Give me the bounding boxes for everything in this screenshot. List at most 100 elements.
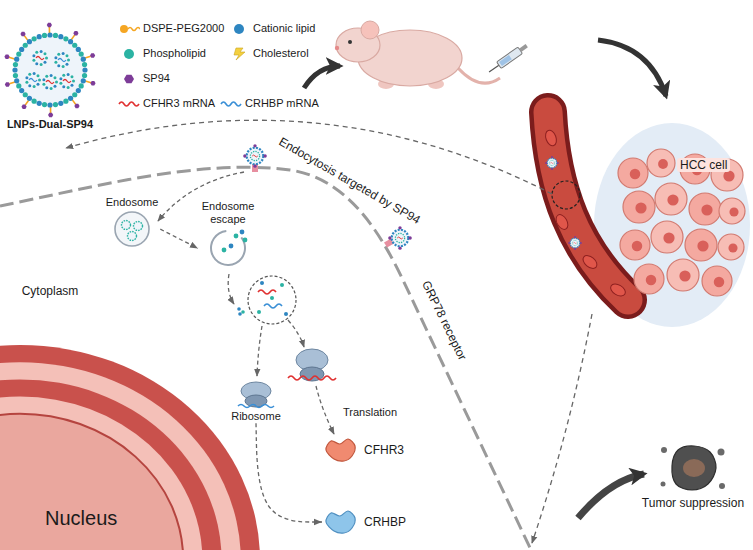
peg-chain xyxy=(72,100,76,105)
release-arrow xyxy=(228,274,234,304)
lipid-head xyxy=(16,52,21,57)
escape-stage: Endosome escape xyxy=(198,200,258,270)
cell-nucleus xyxy=(723,170,734,181)
peg-chain xyxy=(85,56,91,58)
annotation-label: Endocytosis targeted by SP94 xyxy=(276,134,422,227)
peg-chain xyxy=(49,27,51,33)
mouse-nose xyxy=(335,46,339,50)
tumor-cell xyxy=(620,230,650,260)
lipid-head xyxy=(68,96,73,101)
protein-node: CFHR3 xyxy=(322,436,406,464)
micelle-lipid xyxy=(57,53,60,56)
micelle-lipid xyxy=(28,84,31,87)
zoom-circle xyxy=(248,276,296,324)
cell-nucleus xyxy=(635,202,646,213)
syringe-barrel xyxy=(497,47,523,68)
micelle-lipid xyxy=(67,73,70,76)
tumor-fragment xyxy=(717,449,724,456)
tumor-cell xyxy=(655,183,687,215)
tumor-cell xyxy=(689,193,721,225)
released-particle xyxy=(237,307,245,316)
legend-sample xyxy=(118,47,140,61)
sp94-peptide xyxy=(74,104,79,109)
cholesterol-icon xyxy=(234,48,245,60)
flow-arrow xyxy=(160,229,198,248)
er-fold xyxy=(0,362,241,550)
micelle-lipid xyxy=(59,82,62,85)
node-shape xyxy=(322,508,358,536)
micelle-lipid xyxy=(62,52,65,55)
delivery-arrow xyxy=(598,40,666,96)
lipid-head xyxy=(58,101,63,106)
micelle-lipid xyxy=(62,74,65,77)
lipid-dot xyxy=(260,281,264,285)
micelle-lipid xyxy=(53,85,56,88)
node-shape xyxy=(658,440,728,496)
micelle-lipid xyxy=(40,63,43,66)
nucleus-organelle: Nucleus xyxy=(0,340,270,550)
lipid-dot xyxy=(229,244,234,249)
lipid-dot xyxy=(237,307,241,311)
lipid-head xyxy=(72,43,77,48)
node-shape xyxy=(322,436,358,464)
micelle-lipid xyxy=(62,85,65,88)
lipid-head xyxy=(23,92,28,97)
annotation-label: Translation xyxy=(343,406,397,418)
protein-node: CRHBP xyxy=(322,508,408,536)
lipid-head xyxy=(19,47,24,52)
lipid-head xyxy=(14,57,19,62)
lipid-head xyxy=(13,62,18,67)
peg-chain xyxy=(25,100,28,105)
peg-chain xyxy=(71,35,74,40)
lnp-core xyxy=(14,34,86,106)
micelle-lipid xyxy=(32,59,35,62)
mouse-figure xyxy=(335,21,500,89)
lipid-head xyxy=(27,96,32,101)
sp94-peptide xyxy=(5,82,10,87)
node-shape xyxy=(0,340,270,550)
cell-nucleus xyxy=(729,207,738,216)
lipid-dot xyxy=(222,248,227,253)
to-ribosome-arrow xyxy=(288,320,304,347)
syringe-plunger xyxy=(519,44,528,52)
lipid-dot xyxy=(243,238,248,243)
lipid-head xyxy=(82,67,87,72)
cell-nucleus xyxy=(667,194,678,205)
endosome-stage: Endosome xyxy=(104,196,161,249)
endosome-membrane xyxy=(115,212,149,246)
legend-sample xyxy=(118,97,140,111)
lipid-head xyxy=(63,99,68,104)
tumor-cell xyxy=(719,198,745,224)
mrna-strand xyxy=(258,290,276,294)
outcome-node: Tumor suppression xyxy=(640,440,746,510)
peg-head xyxy=(120,25,128,33)
micelle-lipid xyxy=(35,62,38,65)
lnp-particle xyxy=(243,144,267,168)
legend-label: DSPE-PEG2000 xyxy=(143,22,224,35)
lipid-dot xyxy=(238,312,242,316)
organelle-label: Nucleus xyxy=(42,506,120,530)
lipid-dot xyxy=(270,296,274,300)
tumor-core xyxy=(683,459,705,477)
micelle-lipid xyxy=(38,79,41,82)
region-label: HCC cell xyxy=(677,158,730,172)
mrna-strand xyxy=(46,81,54,84)
lipid-head xyxy=(32,36,37,41)
legend-sample xyxy=(118,72,140,86)
node-shape xyxy=(236,380,276,410)
lipid-head xyxy=(27,39,32,44)
cell-nucleus xyxy=(658,159,668,169)
micelle-lipid xyxy=(50,74,53,77)
micelle-lipid xyxy=(43,61,46,64)
lipid-head xyxy=(68,39,73,44)
endoplasmic-reticulum xyxy=(0,345,260,550)
lipid-dot xyxy=(240,230,245,235)
micelle-lipid xyxy=(32,54,35,57)
micelle-lipid xyxy=(36,74,39,77)
tumor-cell xyxy=(651,221,683,253)
flow-arrow xyxy=(256,423,322,522)
mrna-icon xyxy=(221,102,241,106)
lnp-particle xyxy=(128,232,137,241)
lipid-head xyxy=(79,83,84,88)
label-slot: Translation xyxy=(343,402,397,420)
